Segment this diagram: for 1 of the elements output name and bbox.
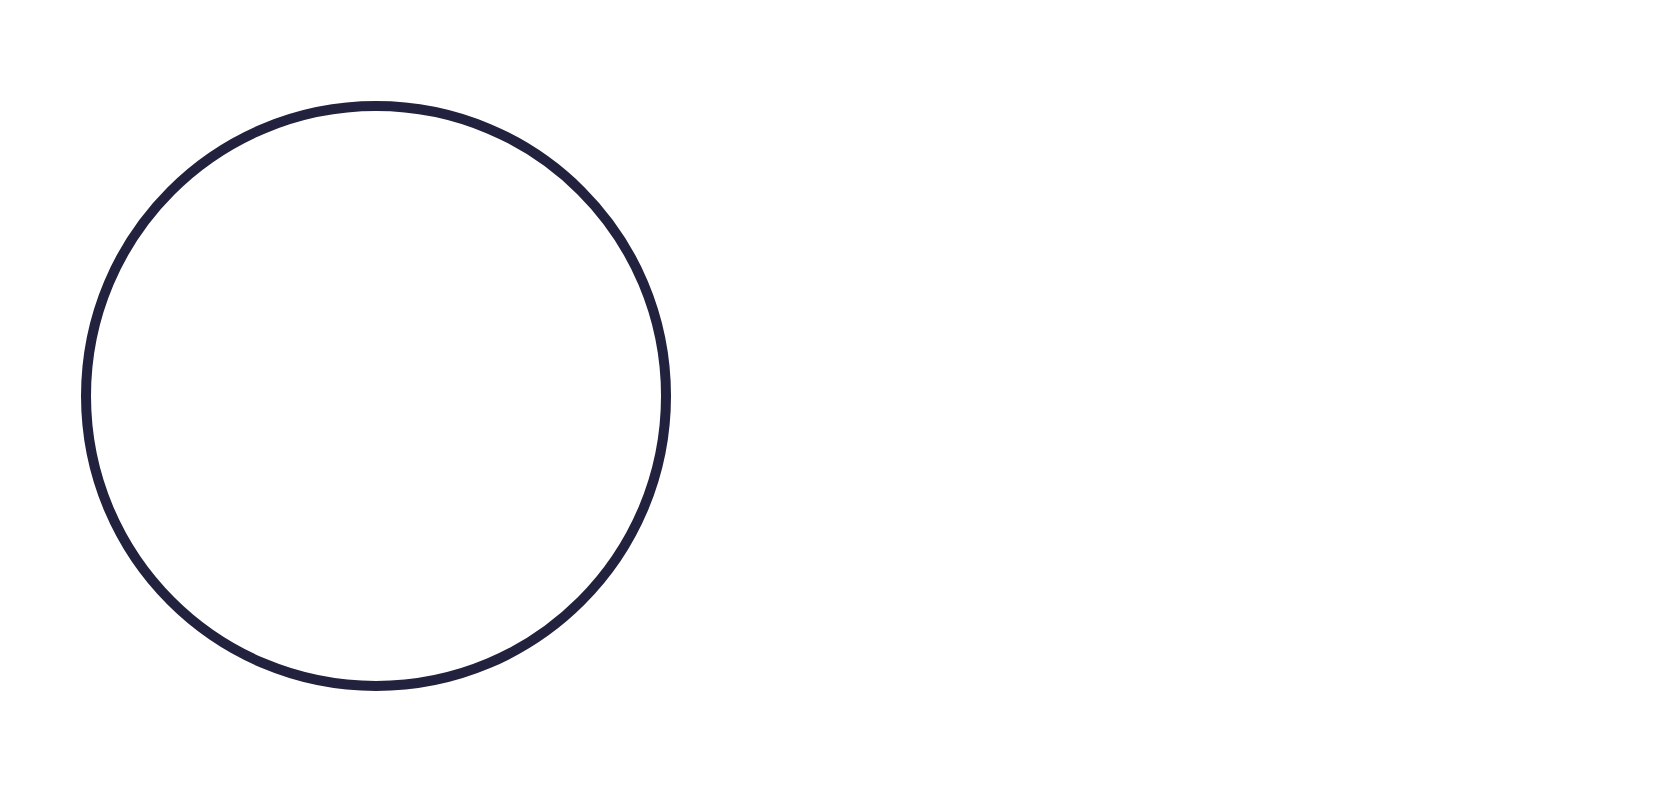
outline-circle [81,101,671,691]
